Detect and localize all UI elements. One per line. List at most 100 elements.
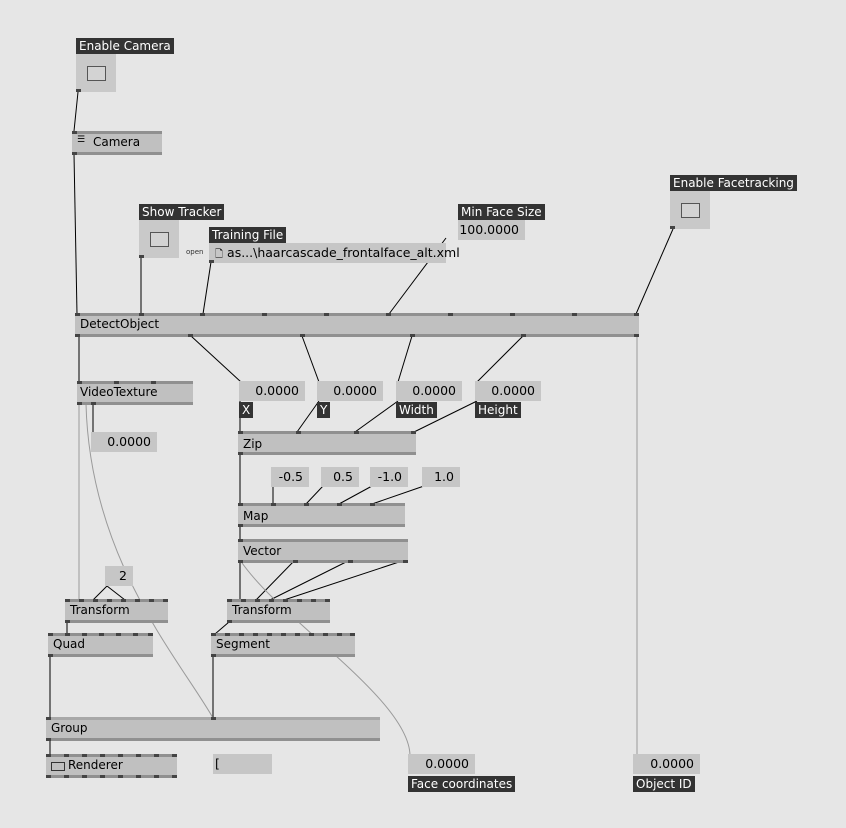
- inlet[interactable]: [99, 633, 104, 636]
- quad-node[interactable]: Quad: [48, 633, 153, 657]
- outlet[interactable]: [77, 402, 82, 405]
- renderer-node[interactable]: Renderer: [46, 754, 177, 778]
- enable-camera-toggle[interactable]: [76, 54, 116, 92]
- y-value[interactable]: 0.0000: [317, 381, 383, 401]
- inlet[interactable]: [255, 599, 260, 602]
- camera-node[interactable]: ☰ Camera: [72, 131, 162, 155]
- inlet[interactable]: [386, 313, 391, 316]
- transform-node-left[interactable]: Transform: [65, 599, 168, 623]
- inlet[interactable]: [116, 633, 121, 636]
- inlet[interactable]: [65, 633, 70, 636]
- inlet[interactable]: [100, 754, 105, 757]
- transform-node-mid[interactable]: Transform: [227, 599, 330, 623]
- inlet[interactable]: [136, 754, 141, 757]
- show-tracker-toggle[interactable]: [139, 220, 179, 258]
- face-coordinates-value[interactable]: 0.0000: [408, 754, 475, 774]
- inlet[interactable]: [149, 599, 154, 602]
- outlet[interactable]: [521, 334, 526, 337]
- outlet[interactable]: [227, 620, 232, 623]
- inlet[interactable]: [148, 633, 153, 636]
- inlet[interactable]: [46, 717, 51, 720]
- inlet[interactable]: [93, 599, 98, 602]
- inlet[interactable]: [354, 431, 359, 434]
- inlet[interactable]: [154, 754, 159, 757]
- inlet[interactable]: [411, 431, 416, 434]
- inlet[interactable]: [271, 503, 276, 506]
- inlet[interactable]: [77, 381, 82, 384]
- inlet[interactable]: [239, 633, 244, 636]
- inlet[interactable]: [324, 313, 329, 316]
- x-value[interactable]: 0.0000: [239, 381, 305, 401]
- inlet[interactable]: [238, 431, 243, 434]
- map-param-d[interactable]: 1.0: [422, 467, 460, 487]
- outlet[interactable]: [76, 89, 81, 92]
- outlet[interactable]: [634, 334, 639, 337]
- vector-node[interactable]: Vector: [238, 539, 408, 563]
- map-param-b[interactable]: 0.5: [321, 467, 359, 487]
- inlet[interactable]: [65, 599, 70, 602]
- object-id-value[interactable]: 0.0000: [633, 754, 700, 774]
- outlet[interactable]: [100, 775, 105, 778]
- map-param-a[interactable]: -0.5: [271, 467, 309, 487]
- outlet[interactable]: [300, 334, 305, 337]
- inlet[interactable]: [135, 599, 140, 602]
- inlet[interactable]: [304, 503, 309, 506]
- inlet[interactable]: [269, 599, 274, 602]
- outlet[interactable]: [348, 560, 353, 563]
- inlet[interactable]: [448, 313, 453, 316]
- outlet[interactable]: [64, 775, 69, 778]
- zip-node[interactable]: Zip: [238, 431, 416, 455]
- inlet[interactable]: [283, 599, 288, 602]
- string-input[interactable]: [: [213, 754, 272, 774]
- outlet[interactable]: [139, 255, 144, 258]
- inlet[interactable]: [262, 313, 267, 316]
- video-texture-node[interactable]: VideoTexture: [77, 381, 193, 405]
- inlet[interactable]: [82, 633, 87, 636]
- map-param-c[interactable]: -1.0: [370, 467, 408, 487]
- inlet[interactable]: [151, 381, 156, 384]
- inlet[interactable]: [337, 503, 342, 506]
- enable-facetracking-toggle[interactable]: [670, 191, 710, 229]
- inlet[interactable]: [295, 633, 300, 636]
- inlet[interactable]: [267, 633, 272, 636]
- inlet[interactable]: [281, 633, 286, 636]
- inlet[interactable]: [225, 633, 230, 636]
- inlet[interactable]: [133, 633, 138, 636]
- inlet[interactable]: [139, 313, 144, 316]
- transform-count-value[interactable]: 2: [105, 566, 133, 586]
- inlet[interactable]: [323, 633, 328, 636]
- inlet[interactable]: [309, 633, 314, 636]
- min-face-size-value[interactable]: 100.0000: [458, 220, 525, 240]
- outlet[interactable]: [65, 620, 70, 623]
- detect-object-node[interactable]: DetectObject: [75, 313, 639, 337]
- inlet[interactable]: [211, 633, 216, 636]
- inlet[interactable]: [163, 599, 168, 602]
- outlet[interactable]: [238, 524, 243, 527]
- inlet[interactable]: [82, 754, 87, 757]
- outlet[interactable]: [154, 775, 159, 778]
- inlet[interactable]: [350, 633, 355, 636]
- inlet[interactable]: [107, 599, 112, 602]
- outlet[interactable]: [46, 775, 51, 778]
- outlet[interactable]: [188, 334, 193, 337]
- map-node[interactable]: Map: [238, 503, 405, 527]
- outlet[interactable]: [72, 152, 77, 155]
- segment-node[interactable]: Segment: [211, 633, 355, 657]
- outlet[interactable]: [46, 738, 51, 741]
- outlet[interactable]: [172, 775, 177, 778]
- inlet[interactable]: [114, 381, 119, 384]
- width-value[interactable]: 0.0000: [396, 381, 462, 401]
- inlet[interactable]: [311, 599, 316, 602]
- inlet[interactable]: [297, 599, 302, 602]
- inlet[interactable]: [72, 131, 77, 134]
- inlet[interactable]: [337, 633, 342, 636]
- outlet[interactable]: [238, 560, 243, 563]
- inlet[interactable]: [296, 431, 301, 434]
- inlet[interactable]: [200, 313, 205, 316]
- outlet[interactable]: [91, 402, 96, 405]
- inlet[interactable]: [227, 599, 232, 602]
- inlet[interactable]: [118, 754, 123, 757]
- inlet[interactable]: [121, 599, 126, 602]
- outlet[interactable]: [136, 775, 141, 778]
- open-label[interactable]: open: [186, 248, 204, 256]
